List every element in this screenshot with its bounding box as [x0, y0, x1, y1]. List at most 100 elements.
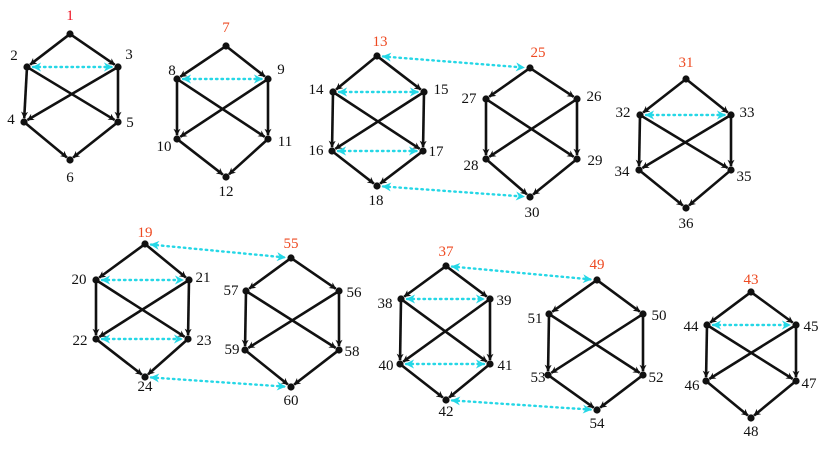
- root-node-label: 55: [284, 236, 299, 252]
- edge-53-54: [549, 375, 595, 409]
- node-29: [573, 155, 581, 163]
- edge-10-12: [178, 139, 224, 176]
- node-22: [92, 335, 100, 343]
- graph-edges: [21, 34, 800, 417]
- node-label: 6: [66, 170, 74, 186]
- node-label: 27: [462, 91, 478, 107]
- node-label: 4: [7, 112, 15, 128]
- node-6: [66, 156, 74, 164]
- node-label: 9: [277, 62, 285, 78]
- node-label: 38: [378, 296, 393, 312]
- symmetry-link-18-30: [381, 182, 526, 201]
- node-label: 52: [649, 370, 664, 386]
- root-node-label: 31: [679, 55, 694, 71]
- node-53: [544, 371, 552, 379]
- node-54: [593, 406, 601, 414]
- node-label: 60: [284, 393, 299, 409]
- node-label: 14: [309, 82, 325, 98]
- edge-15-17: [419, 94, 427, 148]
- edge-5-6: [72, 122, 117, 159]
- node-35: [727, 166, 735, 174]
- edge-40-42: [401, 364, 444, 399]
- node-52: [639, 371, 647, 379]
- edge-19-21: [146, 244, 187, 279]
- edge-47-48: [753, 381, 795, 417]
- node-label: 12: [219, 184, 234, 200]
- symmetry-link-13-25: [381, 52, 526, 72]
- node-label: 59: [225, 342, 240, 358]
- node-27: [482, 95, 490, 103]
- node-28: [482, 155, 490, 163]
- node-label: 44: [684, 319, 700, 335]
- node-32: [636, 111, 644, 119]
- node-2: [23, 63, 31, 71]
- symmetry-link-24-60: [149, 373, 287, 391]
- edge-1-2: [29, 34, 69, 66]
- node-13: [373, 52, 381, 60]
- node-44: [703, 321, 711, 329]
- node-45: [792, 321, 800, 329]
- node-label: 23: [197, 333, 212, 349]
- node-43: [747, 288, 755, 296]
- node-41: [486, 360, 494, 368]
- node-11: [264, 135, 272, 143]
- edge-26-28: [488, 99, 576, 158]
- node-5: [114, 118, 122, 126]
- edge-11-12: [228, 140, 267, 176]
- edge-41-42: [448, 364, 489, 399]
- node-label: 28: [464, 158, 479, 174]
- edge-31-32: [642, 79, 685, 114]
- node-label: 26: [587, 89, 603, 105]
- node-label: 24: [138, 379, 154, 395]
- node-label: 21: [196, 270, 211, 286]
- node-label: 22: [73, 333, 88, 349]
- edge-58-60: [293, 350, 338, 386]
- edge-21-22: [98, 280, 188, 338]
- node-label: 29: [588, 153, 603, 169]
- node-47: [792, 377, 800, 385]
- node-37: [442, 262, 450, 270]
- node-label: 18: [369, 193, 384, 209]
- edge-32-34: [635, 117, 643, 167]
- edge-49-50: [598, 280, 641, 313]
- node-46: [702, 377, 710, 385]
- node-48: [747, 414, 755, 422]
- symmetry-link-19-55: [149, 240, 287, 262]
- edge-44-46: [702, 327, 710, 378]
- node-label: 47: [802, 376, 818, 392]
- root-node-label: 25: [531, 45, 546, 61]
- root-node-label: 1: [66, 8, 74, 24]
- node-label: 42: [439, 404, 454, 420]
- edge-23-24: [147, 340, 187, 376]
- node-42: [442, 396, 450, 404]
- node-label: 3: [125, 47, 133, 63]
- edge-16-18: [333, 151, 375, 185]
- root-node-label: 43: [744, 272, 759, 288]
- node-51: [545, 310, 553, 318]
- edge-33-34: [641, 115, 730, 170]
- node-label: 30: [525, 205, 540, 221]
- root-node-label: 7: [222, 20, 230, 36]
- node-label: 36: [679, 216, 695, 232]
- edge-39-40: [402, 299, 489, 363]
- node-14: [329, 88, 337, 96]
- edge-52-54: [599, 375, 642, 409]
- edge-55-56: [292, 258, 337, 290]
- node-38: [397, 295, 405, 303]
- edge-22-24: [97, 339, 143, 376]
- edge-28-30: [487, 159, 528, 196]
- edge-17-18: [379, 151, 422, 185]
- node-8: [173, 75, 181, 83]
- node-label: 54: [590, 416, 606, 432]
- node-30: [526, 193, 534, 201]
- node-21: [185, 276, 193, 284]
- edge-29-30: [532, 159, 576, 196]
- edge-4-6: [25, 122, 68, 159]
- node-36: [682, 204, 690, 212]
- node-56: [335, 287, 343, 295]
- root-node-label: 37: [439, 244, 455, 260]
- edge-49-51: [551, 280, 596, 313]
- edge-34-36: [640, 170, 684, 207]
- edge-50-53: [550, 314, 642, 374]
